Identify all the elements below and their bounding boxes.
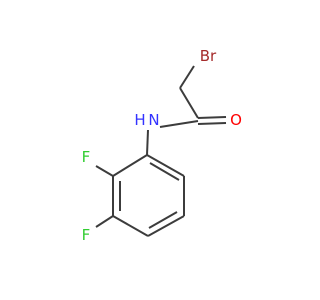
- fluorine-top-label: F: [82, 148, 91, 166]
- ring-bond-3: [147, 215, 185, 237]
- oxygen-label: O: [230, 111, 242, 129]
- nitrogen-label: N: [148, 111, 159, 129]
- hydrogen-label: H: [134, 111, 145, 129]
- bond-nitrogen-ring: [146, 129, 149, 156]
- bond-fluorine-top: [95, 165, 114, 177]
- fluorine-bottom-label: F: [82, 226, 91, 244]
- bond-carbonyl-oxygen-2: [197, 122, 227, 125]
- ring-bond-4: [112, 215, 149, 237]
- bond-carbonyl-oxygen-1: [197, 116, 227, 119]
- bond-br-ch2: [179, 65, 195, 89]
- ring-bond-3-inner: [148, 211, 178, 229]
- bond-ch2-carbonyl: [179, 87, 199, 119]
- bonds: [95, 65, 227, 237]
- bromine-label: Br: [200, 47, 217, 65]
- structure-canvas: Br O N H F F: [82, 47, 242, 244]
- ring-bond-1-inner: [149, 162, 180, 181]
- bond-carbonyl-nitrogen: [159, 120, 199, 128]
- atom-labels: Br O N H F F: [82, 47, 242, 244]
- molecule-diagram: Br O N H F F: [82, 47, 242, 244]
- ring-bond-6: [112, 154, 148, 177]
- bond-fluorine-bottom: [95, 215, 114, 228]
- ring-bond-1: [146, 154, 185, 177]
